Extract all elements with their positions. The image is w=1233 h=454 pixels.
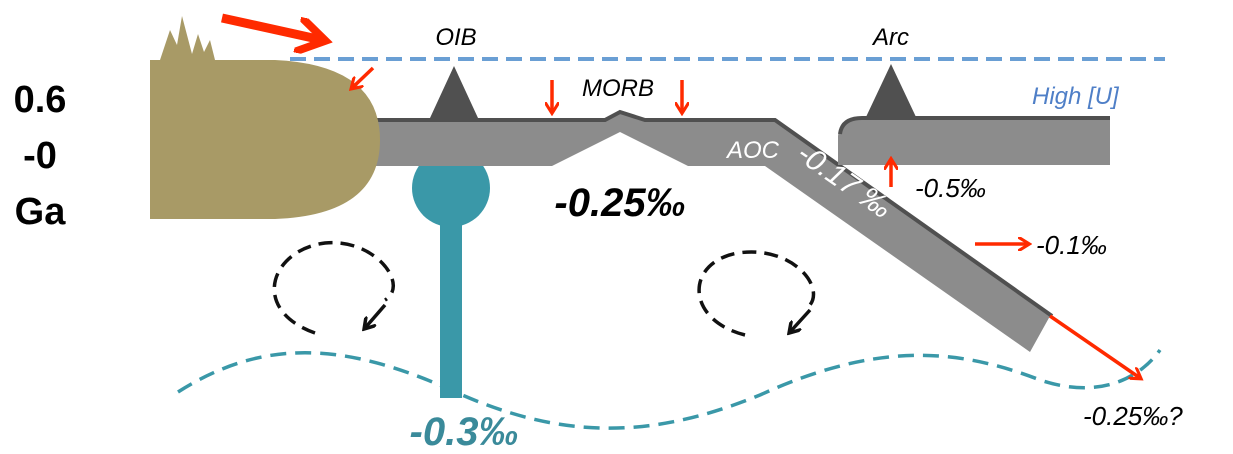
overriding-plate [838, 118, 1110, 165]
continent-arrow [352, 66, 375, 88]
convection-arrow-right [790, 308, 812, 332]
plate-top-edge [350, 109, 1054, 318]
convection-arrow-left [365, 303, 387, 328]
arc-label: Arc [871, 24, 909, 51]
deep-slab-value: -0.25‰? [1083, 401, 1183, 431]
morb-value: -0.25‰ [554, 181, 685, 225]
age-label-line3: Ga [15, 191, 67, 233]
age-label-line1: 0.6 [14, 79, 67, 121]
convection-loop-right [697, 250, 816, 337]
arc-input-value: -0.5‰ [915, 173, 986, 203]
oib-label: OIB [435, 24, 476, 51]
oceanic-plate [350, 112, 1050, 352]
deep-mantle-boundary [177, 348, 1162, 430]
overriding-plate-edge [838, 116, 1110, 135]
age-label-line2: -0 [23, 135, 57, 177]
convection-loop-left [272, 241, 395, 335]
deep-slab-arrow [1049, 314, 1140, 378]
mantle-plume [412, 140, 492, 398]
slab-output-value: -0.1‰ [1036, 230, 1107, 260]
morb-label: MORB [582, 75, 654, 102]
high-u-label: High [U] [1032, 83, 1120, 110]
arc-volcano [866, 64, 916, 117]
weathering-arrow [221, 13, 322, 40]
plume-value: -0.3‰ [410, 410, 519, 454]
oib-volcano [430, 66, 478, 118]
aoc-label: AOC [725, 137, 780, 164]
continent [150, 16, 380, 219]
